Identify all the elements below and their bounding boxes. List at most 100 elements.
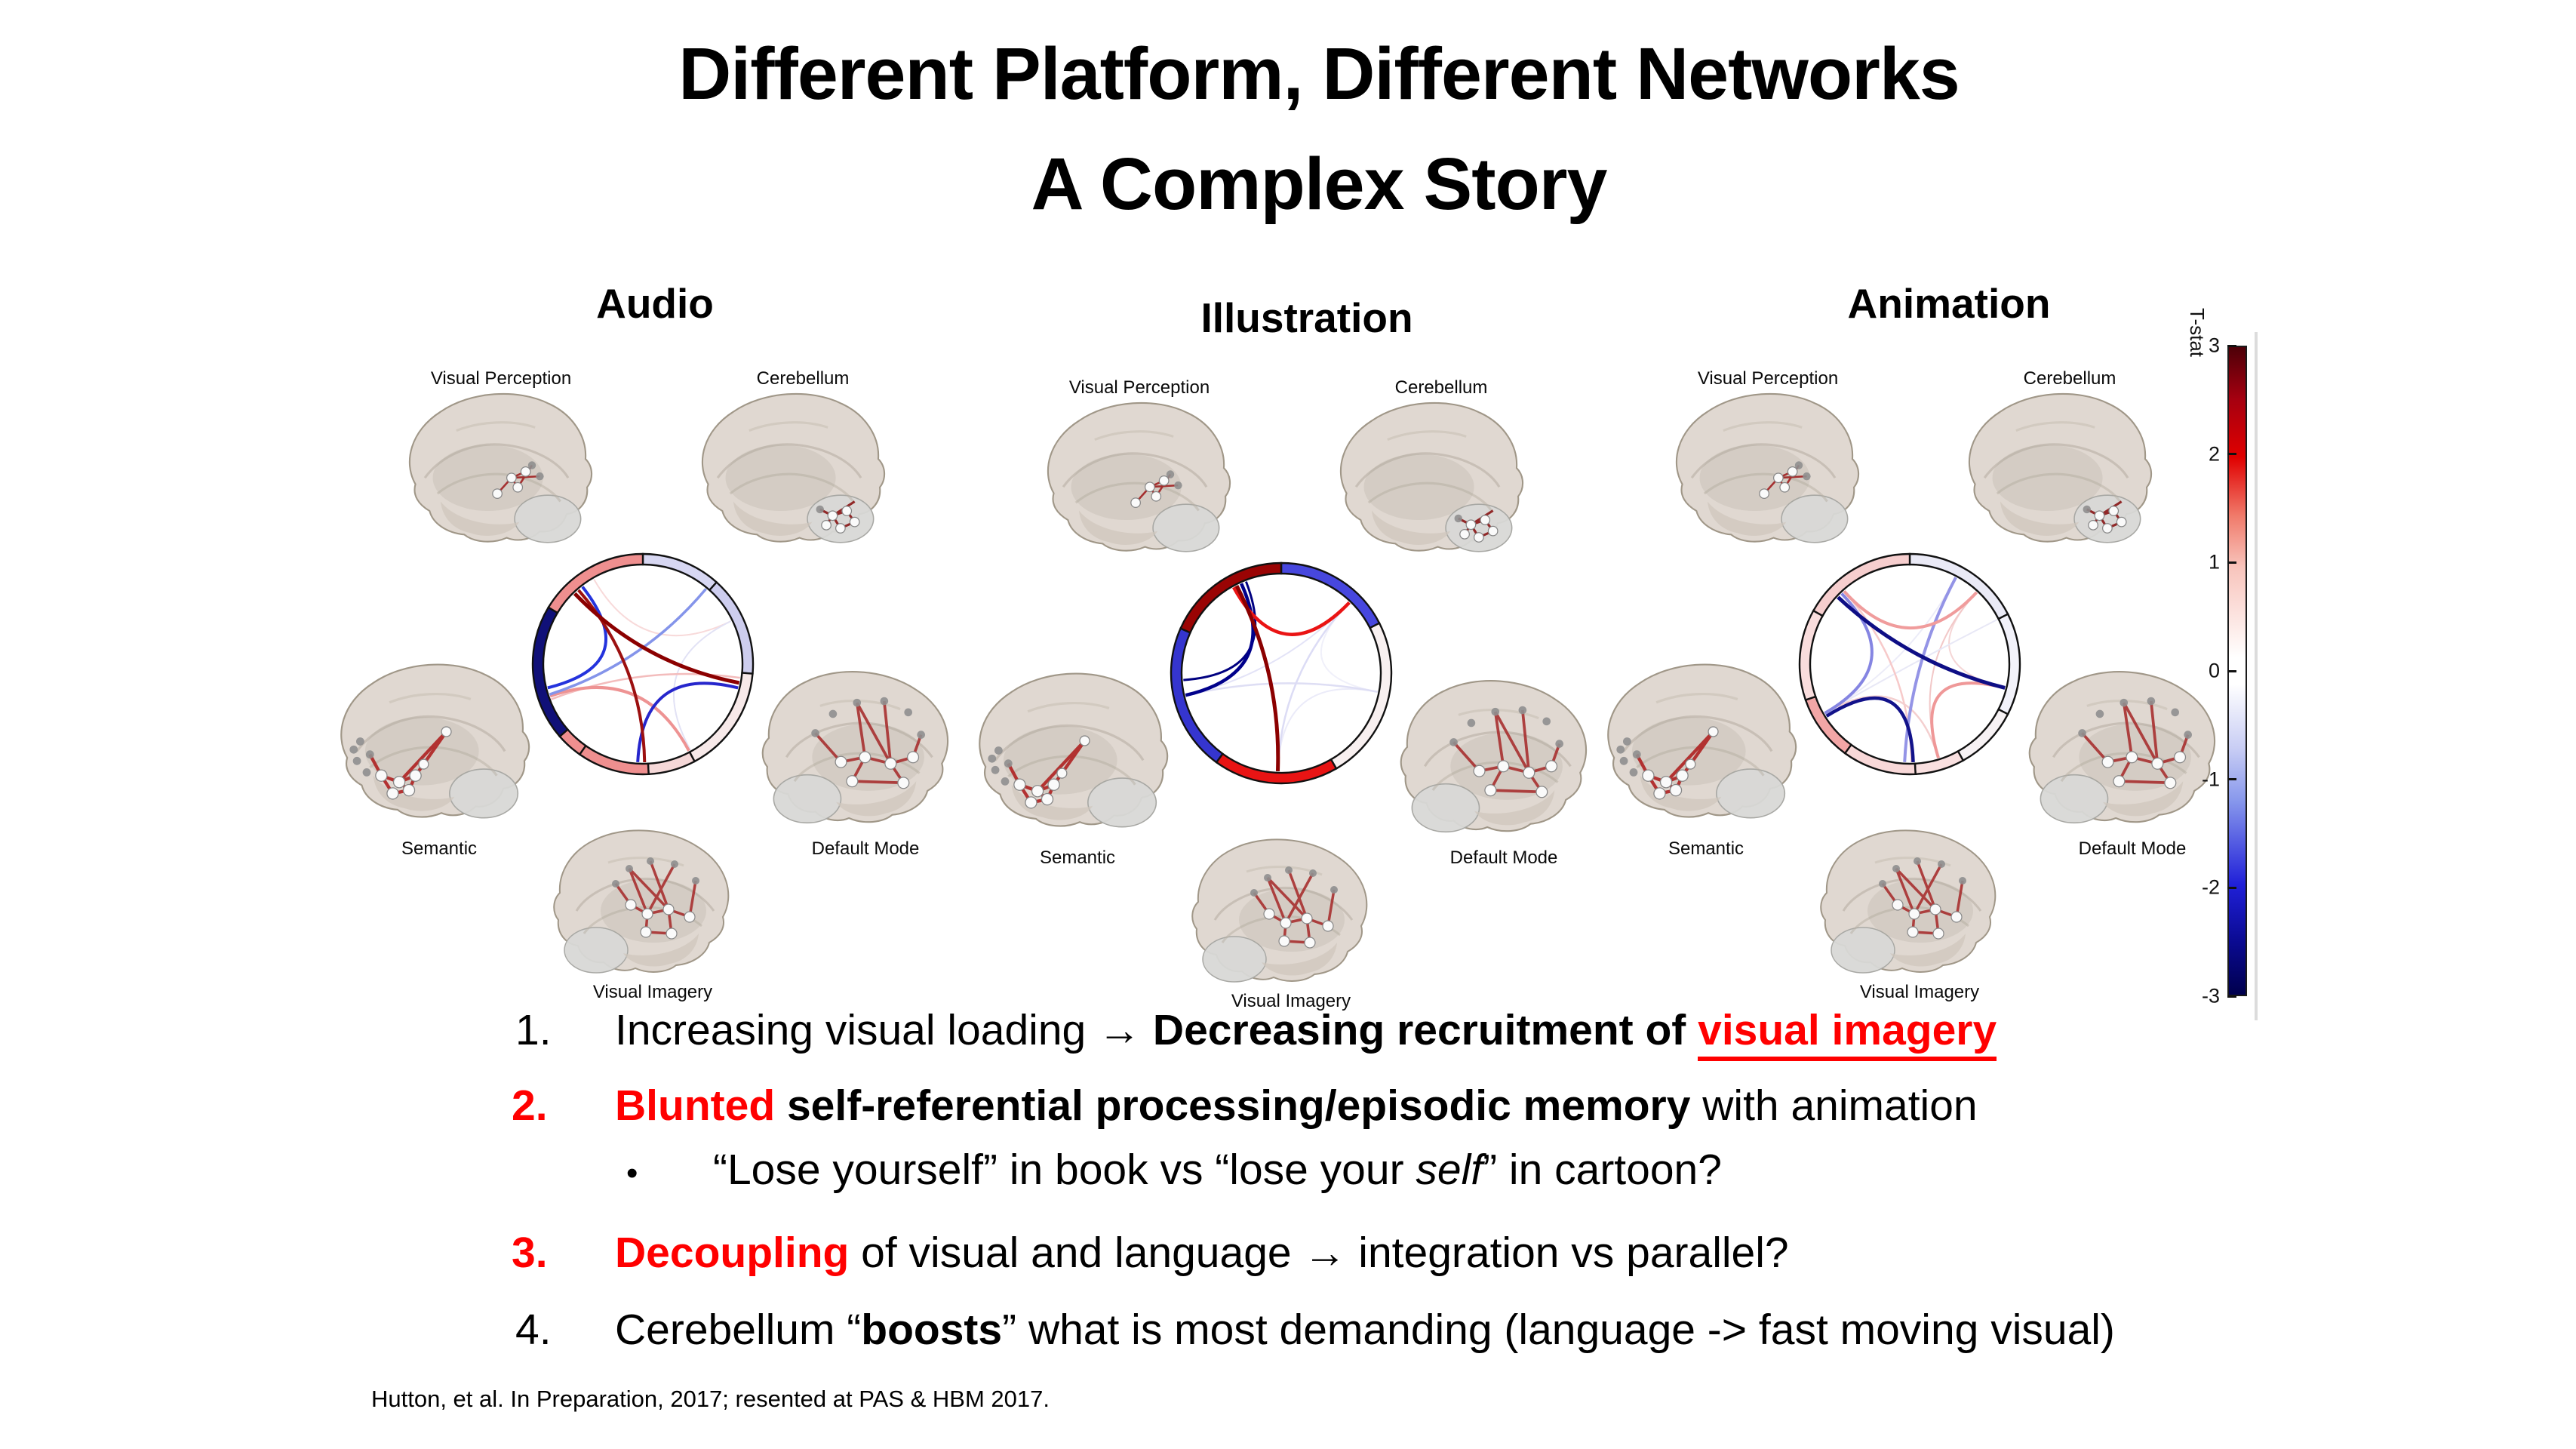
brain-semantic	[1591, 654, 1803, 841]
bullet-text-segment: integration vs parallel?	[1346, 1229, 1789, 1277]
colorbar-tick-label: 3	[2208, 334, 2220, 357]
brain-visual-perception	[1660, 383, 1865, 565]
ring-segment	[1812, 552, 1911, 617]
chord	[577, 589, 647, 763]
chord	[1824, 695, 1940, 758]
bullet-line-3: •“Lose yourself” in book vs “lose your s…	[626, 1143, 1722, 1200]
bullet-text-segment: boosts	[861, 1306, 1003, 1354]
figure-divider-line	[2255, 332, 2258, 1020]
network-label: Visual Perception	[1697, 368, 1839, 389]
chord	[1185, 682, 1378, 697]
bullet-line-2: 2.Blunted self-referential processing/ep…	[512, 1079, 1978, 1132]
network-label: Cerebellum	[2023, 368, 2116, 389]
network-label: Visual Perception	[430, 368, 572, 389]
chord	[549, 588, 707, 696]
citation-footer: Hutton, et al. In Preparation, 2017; res…	[371, 1386, 1050, 1412]
brain-visual-imagery	[1186, 829, 1382, 1003]
chord	[1185, 583, 1255, 697]
bullet-line-4: 3. Decoupling of visual and language → in…	[512, 1226, 1789, 1279]
network-label: Semantic	[1039, 848, 1116, 868]
column-header-animation: Animation	[1847, 280, 2051, 327]
colorbar-tick-mark	[2227, 453, 2236, 456]
colorbar-tick-mark	[2227, 344, 2236, 347]
chord	[1824, 619, 1998, 714]
colorbar-tick-mark	[2227, 886, 2236, 889]
chord	[573, 592, 740, 685]
chord	[1930, 681, 2006, 758]
network-label: Visual Imagery	[1231, 991, 1351, 1011]
column-header-audio: Audio	[596, 280, 714, 327]
brain-visual-perception	[393, 383, 598, 565]
chord	[547, 586, 608, 690]
brain-visual-imagery	[1815, 820, 2011, 994]
brain-cerebellum	[1953, 383, 2158, 565]
colorbar-tick-mark	[2227, 669, 2236, 672]
network-label: Default Mode	[1449, 848, 1558, 868]
bullet-text-segment: Blunted	[615, 1081, 787, 1130]
colorbar-tick-mark	[2227, 778, 2236, 781]
chord	[1837, 595, 2006, 690]
bullet-text-segment: Increasing visual loading	[615, 1006, 1099, 1054]
chord	[1183, 581, 1257, 681]
chord	[549, 685, 690, 752]
chord	[593, 578, 732, 637]
chord	[1843, 590, 1913, 763]
chord	[1843, 590, 1978, 630]
connectogram-audio	[531, 552, 755, 776]
brain-default-mode	[756, 660, 964, 846]
chord	[1234, 585, 1280, 772]
brain-semantic	[324, 654, 536, 841]
slide-title-line-1: Different Platform, Different Networks	[678, 32, 1960, 115]
brain-cerebellum	[1324, 392, 1529, 574]
ring-segment	[1914, 749, 1965, 776]
bullet-line-1: 1.Increasing visual loading → Decreasing…	[515, 1004, 1997, 1061]
colorbar-axis-label: T-stat	[2186, 308, 2209, 358]
brain-visual-imagery	[548, 820, 744, 994]
network-label: Semantic	[401, 838, 478, 859]
chord	[1903, 577, 1957, 762]
colorbar-tick-label: 1	[2208, 550, 2220, 574]
ring-segment	[1997, 613, 2021, 715]
ring-segment	[1957, 708, 2009, 762]
bullet-text-segment: of visual and language	[849, 1229, 1304, 1277]
ring-segment	[1798, 609, 1824, 702]
bullet-number: 4.	[515, 1306, 552, 1354]
chord	[636, 681, 739, 762]
chord	[1185, 601, 1351, 697]
bullet-text-segment: Decoupling	[615, 1229, 850, 1277]
network-label: Visual Imagery	[1859, 982, 1980, 1002]
network-label: Default Mode	[811, 838, 920, 859]
colorbar-tick-label: -3	[2201, 984, 2220, 1008]
bullet-text-segment: Decreasing recruitment of	[1152, 1006, 1698, 1054]
colorbar-tick-label: -1	[2201, 768, 2220, 791]
network-label: Default Mode	[2078, 838, 2187, 859]
bullet-text-segment: self-referential processing/episodic mem…	[786, 1081, 1691, 1130]
bullet-text-segment: “Lose yourself” in book vs “lose your	[713, 1146, 1416, 1194]
colorbar-tick-mark	[2227, 561, 2236, 564]
ring-segment	[1329, 622, 1393, 771]
column-header-illustration: Illustration	[1200, 294, 1413, 341]
colorbar-tick-label: -2	[2201, 875, 2220, 899]
connectogram-illustration	[1170, 561, 1393, 785]
bullet-dot: •	[626, 1155, 638, 1192]
bullet-number: 3.	[512, 1229, 548, 1277]
bullet-text-segment: ” in cartoon?	[1483, 1146, 1722, 1194]
bullet-line-5: 4.Cerebellum “boosts” what is most deman…	[515, 1303, 2115, 1356]
ring-segment	[688, 672, 754, 763]
brain-default-mode	[2023, 660, 2231, 846]
bullet-text-segment: ” what is most demanding (language -> fa…	[1002, 1306, 2115, 1354]
bullet-text-segment: →	[1303, 1229, 1347, 1277]
colorbar-tick-label: 0	[2208, 659, 2220, 682]
ring-segment	[1170, 627, 1225, 764]
network-label: Cerebellum	[756, 368, 850, 389]
brain-visual-perception	[1031, 392, 1237, 574]
network-label: Cerebellum	[1394, 377, 1488, 398]
bullet-text-segment: with animation	[1690, 1081, 1978, 1130]
brain-semantic	[963, 663, 1174, 850]
chord	[551, 672, 740, 700]
ring-segment	[1179, 561, 1283, 634]
bullet-number: 1.	[515, 1006, 552, 1054]
ring-segment	[647, 750, 696, 776]
network-label: Visual Perception	[1068, 377, 1210, 398]
